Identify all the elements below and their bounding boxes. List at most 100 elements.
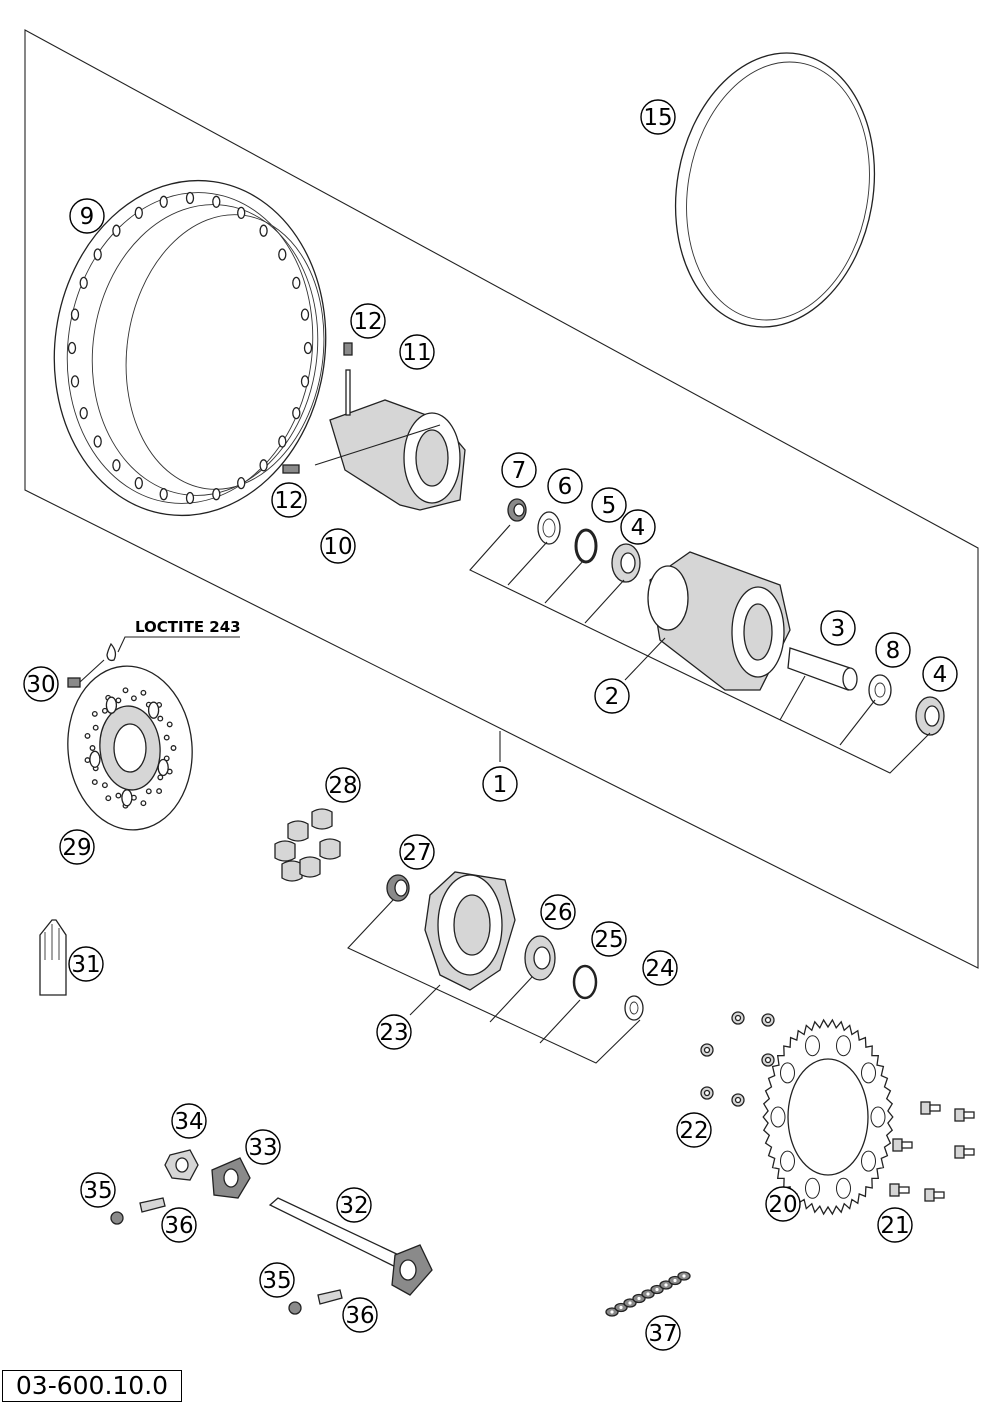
washer-8 bbox=[868, 674, 892, 706]
callout-circle bbox=[259, 1262, 295, 1298]
callout-c12a: 12 bbox=[350, 303, 386, 339]
wheel-spindle bbox=[268, 1197, 433, 1296]
callout-label: 34 bbox=[174, 1109, 203, 1135]
callout-label: 31 bbox=[71, 952, 100, 978]
callout-label: 27 bbox=[402, 840, 431, 866]
adjuster-nut-a bbox=[110, 1211, 124, 1225]
callout-label: 1 bbox=[493, 772, 508, 798]
callout-circle bbox=[69, 198, 105, 234]
callout-label: 5 bbox=[602, 493, 617, 519]
callout-circle bbox=[645, 1315, 681, 1351]
callout-label: 35 bbox=[83, 1178, 112, 1204]
callout-label: 12 bbox=[274, 488, 303, 514]
callout-circle bbox=[399, 834, 435, 870]
callout-circle bbox=[325, 767, 361, 803]
rear-hub bbox=[647, 551, 791, 691]
callout-c11: 11 bbox=[399, 334, 435, 370]
callout-circle bbox=[336, 1187, 372, 1223]
callout-c9: 9 bbox=[69, 198, 105, 234]
callout-c26: 26 bbox=[540, 894, 576, 930]
callout-c4a: 4 bbox=[620, 509, 656, 545]
callout-c34: 34 bbox=[171, 1103, 207, 1139]
callout-circle bbox=[877, 1207, 913, 1243]
callout-label: 22 bbox=[679, 1118, 708, 1144]
circlip-5 bbox=[574, 528, 598, 564]
callout-label: 20 bbox=[768, 1192, 797, 1218]
adjuster-screw-a bbox=[139, 1197, 166, 1213]
callout-c36b: 36 bbox=[342, 1297, 378, 1333]
callout-c6: 6 bbox=[547, 468, 583, 504]
callout-circle bbox=[642, 950, 678, 986]
callout-circle bbox=[547, 468, 583, 504]
chain-adjuster bbox=[211, 1157, 251, 1199]
spindle-nut bbox=[164, 1149, 199, 1181]
callout-label: 10 bbox=[323, 534, 352, 560]
callout-circle bbox=[376, 1014, 412, 1050]
rim-band bbox=[674, 52, 876, 328]
loctite-label-underline bbox=[117, 636, 240, 653]
explosion-lines-upper bbox=[469, 524, 931, 774]
callout-circle bbox=[68, 946, 104, 982]
spoked-hub bbox=[282, 342, 466, 511]
rim-spoke-holes bbox=[67, 191, 313, 505]
adjuster-screw-b bbox=[317, 1289, 343, 1305]
callout-circle bbox=[171, 1103, 207, 1139]
callout-c22: 22 bbox=[676, 1112, 712, 1148]
callout-c8: 8 bbox=[875, 632, 911, 668]
explosion-lines-lower bbox=[347, 899, 641, 1064]
callout-circle bbox=[676, 1112, 712, 1148]
disc-bolt bbox=[67, 677, 81, 688]
loctite-bottle-icon bbox=[39, 919, 67, 996]
callout-circle bbox=[922, 656, 958, 692]
callout-c3: 3 bbox=[820, 610, 856, 646]
callout-c23: 23 bbox=[376, 1014, 412, 1050]
callout-circle bbox=[80, 1172, 116, 1208]
callout-circle bbox=[245, 1129, 281, 1165]
sprocket-carrier bbox=[424, 871, 516, 991]
callout-label: 12 bbox=[353, 309, 382, 335]
callout-label: 3 bbox=[831, 616, 846, 642]
callout-label: 2 bbox=[605, 684, 620, 710]
callout-c31: 31 bbox=[68, 946, 104, 982]
callout-circle bbox=[591, 921, 627, 957]
callout-label: 37 bbox=[648, 1321, 677, 1347]
callout-c30: 30 bbox=[23, 666, 59, 702]
shaft-seal-25 bbox=[572, 964, 598, 1000]
callout-label: 36 bbox=[164, 1213, 193, 1239]
callout-label: 36 bbox=[345, 1303, 374, 1329]
callout-c1: 1 bbox=[482, 766, 518, 802]
callout-c37: 37 bbox=[645, 1315, 681, 1351]
distance-bushing-24 bbox=[624, 995, 644, 1021]
callout-c7: 7 bbox=[501, 452, 537, 488]
callout-c25: 25 bbox=[591, 921, 627, 957]
callout-circle bbox=[161, 1207, 197, 1243]
distance-bushing-27 bbox=[386, 874, 410, 902]
sprocket-bolts bbox=[889, 1101, 975, 1202]
callout-c15: 15 bbox=[640, 99, 676, 135]
callout-c35a: 35 bbox=[80, 1172, 116, 1208]
callout-circle bbox=[501, 452, 537, 488]
callout-c27: 27 bbox=[399, 834, 435, 870]
callout-circle bbox=[540, 894, 576, 930]
callout-label: 7 bbox=[512, 458, 527, 484]
callout-c21: 21 bbox=[877, 1207, 913, 1243]
callout-c10: 10 bbox=[320, 528, 356, 564]
callout-label: 4 bbox=[631, 515, 646, 541]
callout-circle bbox=[594, 678, 630, 714]
callout-circle bbox=[320, 528, 356, 564]
callout-c24: 24 bbox=[642, 950, 678, 986]
callout-circle bbox=[399, 334, 435, 370]
callout-circle bbox=[820, 610, 856, 646]
document-number: 03-600.10.0 bbox=[2, 1370, 182, 1402]
spacer-sleeve bbox=[787, 647, 858, 691]
callout-c5: 5 bbox=[591, 487, 627, 523]
rear-sprocket bbox=[762, 1018, 894, 1216]
callout-circle bbox=[350, 303, 386, 339]
bearing-4b bbox=[915, 696, 945, 736]
callout-circle bbox=[23, 666, 59, 702]
callout-label: 6 bbox=[558, 474, 573, 500]
distance-bushing-7 bbox=[507, 498, 527, 522]
brake-disc bbox=[67, 665, 193, 831]
callout-label: 11 bbox=[402, 340, 431, 366]
